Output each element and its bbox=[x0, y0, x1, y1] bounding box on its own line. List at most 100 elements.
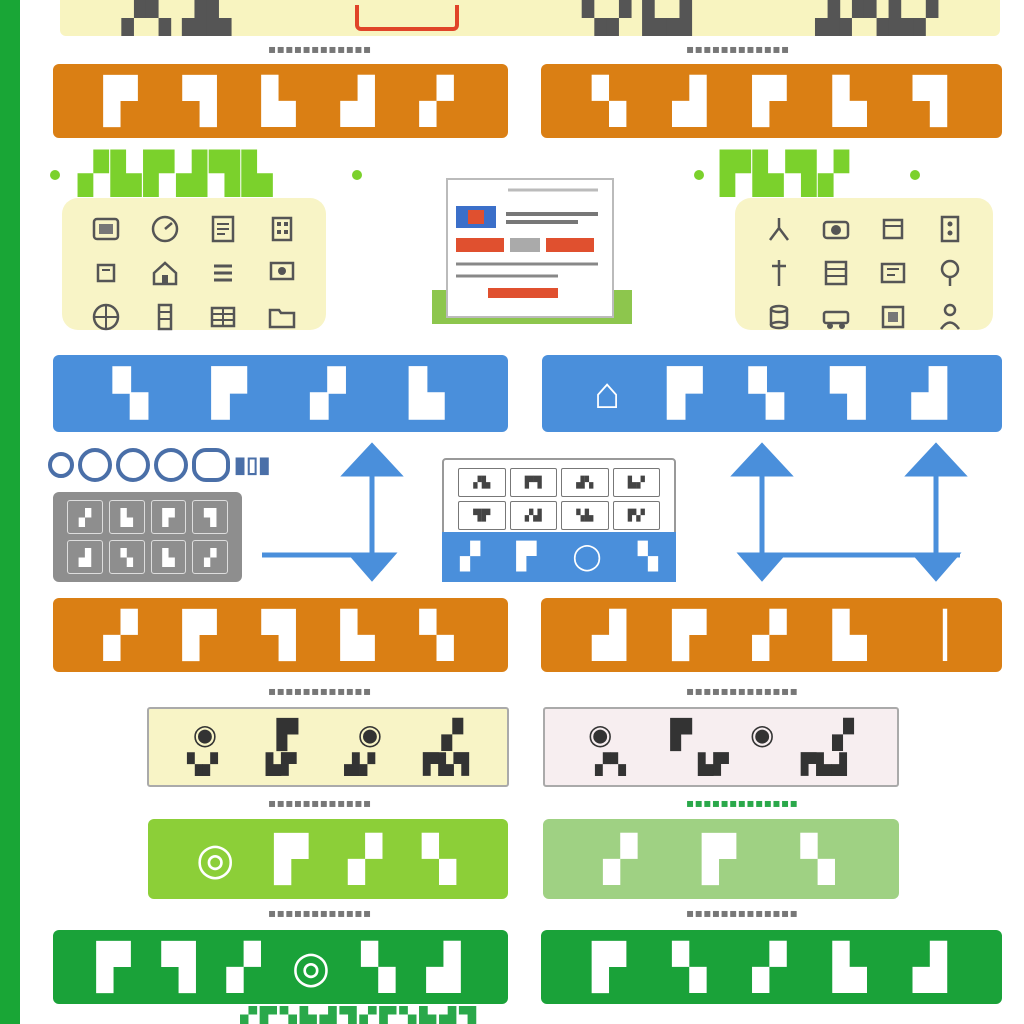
globe-icon bbox=[82, 300, 131, 334]
glyph: ▛ bbox=[276, 717, 299, 751]
glyph: ▙ bbox=[409, 369, 448, 418]
table-icon bbox=[199, 300, 248, 334]
glyph: ▛▙▜ bbox=[422, 752, 470, 777]
panel-icon bbox=[869, 256, 916, 290]
glyph: ▜ bbox=[830, 369, 869, 418]
glyph: ▟ bbox=[340, 75, 379, 127]
glyph: ▟▞ bbox=[344, 752, 375, 777]
side-heading-left: ▞▙▛▟▜▙ bbox=[78, 150, 275, 197]
tower-icon bbox=[141, 300, 190, 334]
orange-box-row1-left: ▛▜▙▟▞ bbox=[53, 64, 508, 138]
glyph: ▙ bbox=[832, 609, 871, 661]
glyph: ▞ bbox=[226, 941, 265, 993]
glyph: ▙ bbox=[261, 75, 300, 127]
arrow-left-connector bbox=[262, 442, 404, 582]
glyph: ▙ bbox=[832, 75, 871, 127]
glyph: ▚▞ bbox=[186, 752, 218, 777]
device-icon bbox=[82, 212, 131, 246]
glyph: ▛ bbox=[182, 609, 221, 661]
green-box-row5-right: ▛▚▞▙▟ bbox=[541, 930, 1002, 1004]
screen-window bbox=[446, 178, 614, 318]
orange-box-row3-left: ▞▛▜▙▚ bbox=[53, 598, 508, 672]
detail-card-left-row-bottom: ▚▞ ▙▛ ▟▞ ▛▙▜ bbox=[163, 752, 493, 776]
top-banner-glyphs-right: ▟▞▚▙▞ bbox=[815, 0, 939, 36]
detail-card-left-row-top: ◉▛◉▞ bbox=[163, 718, 493, 751]
person-icon bbox=[926, 300, 973, 334]
glyph: ▙▛ bbox=[697, 752, 729, 777]
glyph: ▟ bbox=[912, 369, 951, 418]
glyph: ▚ bbox=[113, 369, 152, 418]
circle-icon bbox=[78, 448, 112, 482]
glyph: ◉ bbox=[357, 717, 383, 751]
heading-dot-left-a bbox=[50, 170, 60, 180]
house-glyph-icon: ⌂ bbox=[593, 369, 625, 418]
gray-card-cell: ▜ bbox=[192, 500, 228, 534]
gray-card: ▞ ▙ ▛ ▜ ▟ ▚ ▙ ▞ bbox=[53, 492, 242, 582]
cup-icon bbox=[82, 256, 131, 290]
circle-icon bbox=[116, 448, 150, 482]
lime-box-row4-left: ◎▛▞▚ bbox=[148, 819, 508, 899]
glyph: ▞ bbox=[310, 369, 349, 418]
box-icon bbox=[869, 212, 916, 246]
glyph: ▛ bbox=[702, 833, 740, 885]
blue-box-row2-right: ⌂▛▚▜▟ bbox=[542, 355, 1002, 432]
glyph: ▜ bbox=[261, 609, 300, 661]
glyph: ▜ bbox=[161, 941, 200, 993]
glyph: ▟ bbox=[592, 609, 631, 661]
glyph: ▞ bbox=[832, 717, 854, 751]
mid-card-cell: ▙▞ bbox=[612, 468, 660, 497]
detail-card-right: ◉▛◉▞ ▞▚▙▛▛▙▟ bbox=[543, 707, 899, 787]
glyph: ▕ bbox=[912, 609, 951, 661]
glyph: ▛ bbox=[752, 75, 791, 127]
bottom-cropped-heading: ▞▛▚▙▟▜▞▛▚▙▟▜ bbox=[240, 1006, 480, 1024]
glyph: ◉ bbox=[749, 717, 775, 751]
caption-top-left: ▪▪▪▪▪▪▪▪▪▪▪▪ bbox=[268, 42, 372, 56]
heading-dot-right-b bbox=[910, 170, 920, 180]
glyph: ▞ bbox=[460, 542, 481, 572]
glyph: ▙ bbox=[832, 941, 871, 993]
glyph: ▞ bbox=[441, 717, 464, 751]
circle-icon bbox=[192, 448, 230, 482]
cabinet-icon bbox=[812, 256, 859, 290]
glyph: ▞ bbox=[348, 833, 387, 885]
mid-card-cell: ▛▜ bbox=[509, 468, 557, 497]
glyph: ▚ bbox=[672, 941, 711, 993]
connector-circles: ▮▯▮ bbox=[48, 448, 270, 482]
gray-card-cell: ▙ bbox=[108, 500, 145, 534]
tripod-icon bbox=[755, 212, 802, 246]
mid-card: ▞▙ ▛▜ ▟▚ ▙▞ ▜▛ ▞▟ ▚▙ ▛▞ ▞▛◯▚ bbox=[442, 458, 676, 582]
glyph: ▛ bbox=[516, 542, 537, 572]
glyph: ▚ bbox=[637, 542, 658, 572]
bar-glyph: ▮▯▮ bbox=[234, 452, 271, 477]
top-banner-glyphs-mid: ▚▞ ▙▟ bbox=[582, 0, 692, 36]
machine-icon bbox=[869, 300, 916, 334]
glyph: ▞▚ bbox=[595, 752, 626, 777]
caption-lower-right: ▪▪▪▪▪▪▪▪▪▪▪▪▪ bbox=[686, 796, 799, 810]
green-box-row5-left: ▛▜▞◎▚▟ bbox=[53, 930, 508, 1004]
orange-box-row1-right: ▚▟▛▙▜ bbox=[541, 64, 1002, 138]
caption-mid-right: ▪▪▪▪▪▪▪▪▪▪▪▪▪ bbox=[686, 684, 799, 698]
glyph: ▛ bbox=[592, 941, 631, 993]
glyph: ▞ bbox=[603, 833, 642, 885]
glyph: ▚ bbox=[592, 75, 631, 127]
camera-icon bbox=[812, 212, 859, 246]
mid-card-cell: ▞▟ bbox=[509, 501, 557, 530]
gray-card-cell: ▛ bbox=[150, 500, 187, 534]
document-icon bbox=[199, 212, 248, 246]
gray-card-cell: ▞ bbox=[192, 540, 228, 574]
server-icon bbox=[926, 212, 973, 246]
glyph: ▛ bbox=[212, 369, 251, 418]
icon-panel-left bbox=[62, 198, 326, 331]
circle-icon bbox=[48, 452, 74, 478]
gray-card-cell: ▞ bbox=[67, 500, 103, 534]
mid-card-cell: ▚▙ bbox=[561, 501, 609, 530]
mid-card-cell: ▛▞ bbox=[612, 501, 660, 530]
heading-dot-right-a bbox=[694, 170, 704, 180]
blue-box-row2-left: ▚ ▛ ▞ ▙ bbox=[53, 355, 508, 432]
glyph: ▙▛ bbox=[265, 752, 297, 777]
sage-box-row4-right: ▞▛▚ bbox=[543, 819, 899, 899]
glyph: ▛ bbox=[274, 833, 313, 885]
glyph: ▞ bbox=[752, 609, 791, 661]
gray-card-cell: ▟ bbox=[67, 540, 103, 574]
